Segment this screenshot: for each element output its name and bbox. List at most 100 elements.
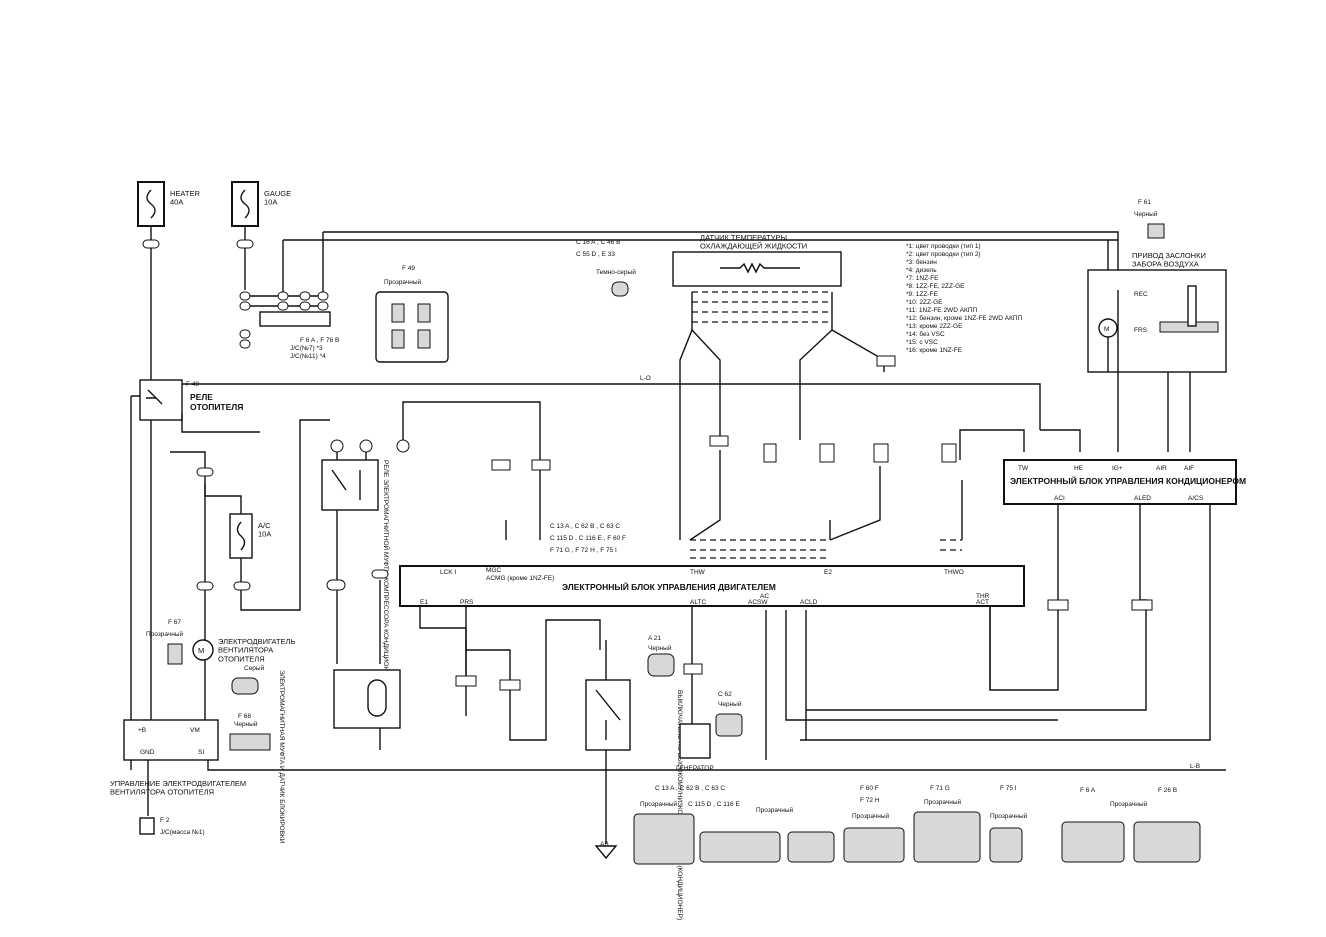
svg-text:Прозрачный: Прозрачный [924,798,962,806]
relay-f49-picture: F 49 Прозрачный [375,265,449,363]
svg-text:SI: SI [198,749,204,756]
svg-text:+B: +B [138,727,146,734]
connector-ref-jc7: J/C(№7) *3 [290,345,323,352]
svg-text:HE: HE [1074,465,1084,472]
engine-ecu-label: ЭЛЕКТРОННЫЙ БЛОК УПРАВЛЕНИЯ ДВИГАТЕЛЕМ [562,581,776,592]
svg-text:*15: с VSC: *15: с VSC [906,339,938,346]
svg-text:ЭЛЕКТРОМАГНИТНАЯ МУФТА И ДАТЧИ: ЭЛЕКТРОМАГНИТНАЯ МУФТА И ДАТЧИК БЛОКИРОВ… [278,670,285,844]
svg-text:ГЕНЕРАТОР: ГЕНЕРАТОР [676,765,714,772]
svg-text:ACLD: ACLD [800,599,818,606]
jc-mass1: F 2 J/C(масса №1) [139,817,205,836]
generator: ГЕНЕРАТОР C 62 Черный [676,691,743,772]
svg-text:F 67: F 67 [168,619,181,626]
svg-text:*13: кроме 2ZZ-GE: *13: кроме 2ZZ-GE [906,323,963,330]
svg-text:ALTC: ALTC [690,599,706,606]
svg-text:Прозрачный: Прозрачный [756,806,794,814]
compressor-relay: РЕЛЕ ЭЛЕКТРОМАГНИТНОЙ МУФТЫ КОМПРЕССОРА … [321,401,541,684]
svg-text:AB: AB [600,841,609,848]
svg-text:F 72 H: F 72 H [860,797,880,804]
connector-ref-f: F 6 A , F 76 B [300,337,339,344]
svg-text:C 55 D , E 33: C 55 D , E 33 [576,251,615,258]
svg-text:*7: 1NZ-FE: *7: 1NZ-FE [906,275,939,282]
svg-text:F 6 A: F 6 A [1080,787,1096,794]
svg-text:J/C(масса №1): J/C(масса №1) [160,829,205,836]
svg-text:THW: THW [690,569,706,576]
svg-text:F 49: F 49 [402,265,415,272]
svg-text:M: M [198,646,204,655]
svg-text:*8: 1ZZ-FE, 2ZZ-GE: *8: 1ZZ-FE, 2ZZ-GE [906,283,965,290]
svg-text:ACSW: ACSW [748,599,768,606]
svg-text:VM: VM [190,727,200,734]
svg-text:Темно-серый: Темно-серый [596,268,636,276]
svg-text:TW: TW [1018,465,1029,472]
svg-text:C 115 D , C 116 E: C 115 D , C 116 E [688,801,740,808]
ac-ecu-label: ЭЛЕКТРОННЫЙ БЛОК УПРАВЛЕНИЯ КОНДИЦИОНЕРО… [1010,475,1246,486]
svg-text:AC: AC [760,593,769,600]
svg-text:A 21: A 21 [648,635,661,642]
svg-text:Прозрачный: Прозрачный [1110,800,1148,808]
svg-text:GND: GND [140,749,155,756]
svg-text:L-O: L-O [640,375,651,382]
svg-text:Серый: Серый [244,664,265,672]
ac-ecu: ЭЛЕКТРОННЫЙ БЛОК УПРАВЛЕНИЯ КОНДИЦИОНЕРО… [1003,459,1246,505]
svg-text:IG+: IG+ [1112,465,1123,472]
svg-text:M: M [1104,326,1109,333]
blower-control-connector-f68: F 68 Черный [229,713,271,751]
svg-text:*9: 1ZZ-FE: *9: 1ZZ-FE [906,291,938,298]
engine-ecu: ЭЛЕКТРОННЫЙ БЛОК УПРАВЛЕНИЯ ДВИГАТЕЛЕМ E… [399,565,1025,607]
svg-text:F 71 G: F 71 G [930,785,950,792]
svg-text:Черный: Черный [718,700,742,708]
svg-text:LCK I: LCK I [440,569,456,576]
svg-text:THWO: THWO [944,569,964,576]
svg-text:F 26 B: F 26 B [1158,787,1177,794]
svg-text:AIR: AIR [1156,465,1167,472]
bottom-connectors: C 13 A , C 62 B , C 63 C Прозрачный C 11… [633,785,1201,865]
svg-text:Черный: Черный [648,644,672,652]
svg-text:C 13 A , C 62 B , C 63 C: C 13 A , C 62 B , C 63 C [550,523,620,530]
svg-text:ACMG (кроме 1NZ-FE): ACMG (кроме 1NZ-FE) [486,575,554,582]
legend: *1: цвет проводки (тип 1) *2: цвет прово… [906,243,1023,354]
svg-text:F 61: F 61 [1138,199,1151,206]
svg-text:*14: без VSC: *14: без VSC [906,330,945,338]
svg-text:MGC: MGC [486,567,501,574]
svg-text:Прозрачный: Прозрачный [852,812,890,820]
svg-text:ACI: ACI [1054,495,1065,502]
ground-ab: AB [594,841,618,860]
svg-text:*1: цвет проводки (тип 1): *1: цвет проводки (тип 1) [906,243,981,250]
svg-text:*11: 1NZ-FE 2WD АКПП: *11: 1NZ-FE 2WD АКПП [906,307,977,314]
blower-control: +B VM GND SI УПРАВЛЕНИЕ ЭЛЕКТРОДВИГАТЕЛЕ… [110,719,246,797]
svg-text:L-B: L-B [1190,763,1200,770]
svg-text:*3: бензин: *3: бензин [906,258,937,266]
svg-text:E2: E2 [824,569,832,576]
svg-text:F 2: F 2 [160,817,170,824]
svg-text:ACT: ACT [976,599,989,606]
svg-text:*12: бензин, кроме 1NZ-FE 2WD: *12: бензин, кроме 1NZ-FE 2WD АКПП [906,314,1023,322]
svg-text:Черный: Черный [1134,210,1158,218]
svg-text:*10: 2ZZ-GE: *10: 2ZZ-GE [906,299,943,306]
svg-text:Прозрачный: Прозрачный [384,278,422,286]
svg-text:Прозрачный: Прозрачный [640,800,678,808]
svg-text:Прозрачный: Прозрачный [990,812,1028,820]
pressure-switch: A 21 Черный ВЫКЛЮЧАТЕЛЬ ПО ВЫСОКОМУ/НИЗК… [585,635,683,920]
svg-text:THR: THR [976,593,990,600]
svg-text:F 68: F 68 [238,713,251,720]
svg-text:Черный: Черный [234,720,258,728]
svg-text:C 16 A , C 46 B: C 16 A , C 46 B [576,239,620,246]
junction-block [239,231,1119,349]
svg-text:F 60 F: F 60 F [860,785,879,792]
